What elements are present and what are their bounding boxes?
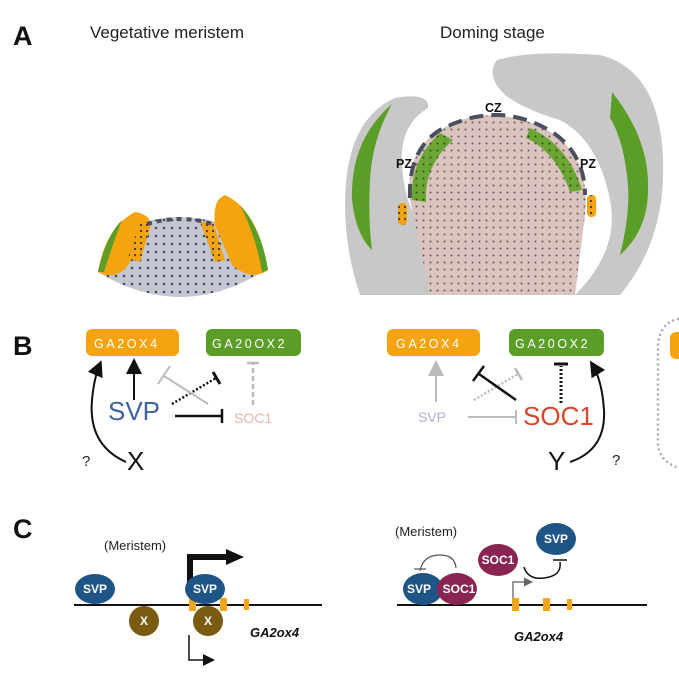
node-svp: SVP <box>418 409 446 425</box>
pz-label-right: PZ <box>580 157 596 171</box>
panel-letter-a: A <box>13 21 33 51</box>
context-label: (Meristem) <box>104 538 166 553</box>
soc1-protein-label: SOC1 <box>482 553 515 567</box>
dome-core <box>409 115 586 295</box>
left-primordium-green <box>98 220 122 272</box>
svp-protein <box>403 573 443 605</box>
gene-box-ga2ox4 <box>387 329 480 356</box>
cz-label: CZ <box>485 101 502 115</box>
gene-label-ga2ox4: GA2OX4 <box>94 337 160 351</box>
node-svp: SVP <box>108 396 160 426</box>
node-x: X <box>127 446 144 476</box>
svp-protein <box>185 574 225 604</box>
gene-name-ga2ox4: GA2ox4 <box>250 625 300 640</box>
vegetative-meristem-title: Vegetative meristem <box>90 23 244 42</box>
left-leaf-green <box>351 104 392 250</box>
right-leaf-green <box>610 92 649 255</box>
edge-x-activates-ga2ox4 <box>87 360 127 463</box>
node-soc1: SOC1 <box>234 410 272 426</box>
edge-svp-represses-ga20ox2-bar <box>211 371 222 385</box>
right-primordium <box>214 195 268 275</box>
network-doming: GA2OX4 GA20OX2 SVP SOC1 Y ? <box>387 329 620 476</box>
svp-protein <box>75 574 115 604</box>
svp-protein-label: SVP <box>193 582 217 596</box>
locus-doming: (Meristem) SVP SOC1 SOC1 SVP G <box>395 523 647 644</box>
left-leaf-tissue <box>345 96 470 295</box>
gene-label-ga2ox4: GA2OX4 <box>396 337 462 351</box>
panel-letter-c: C <box>13 514 33 544</box>
dotted-frame <box>656 317 679 470</box>
edge-soc1-represses-ga2ox4 <box>163 375 209 405</box>
panel-c: C (Meristem) SVP SVP X X GA2ox4 <box>13 514 647 666</box>
left-primordium <box>98 212 150 276</box>
question-mark: ? <box>612 452 620 469</box>
x-protein-label: X <box>204 614 212 628</box>
exon-3 <box>567 599 572 610</box>
panel-b: B GA2OX4 GA20OX2 SVP SOC1 X ? <box>13 317 679 476</box>
edge-soc1-represses-ga2ox4-bar <box>471 365 486 382</box>
right-primordium-green <box>240 205 268 272</box>
x-protein <box>193 606 223 636</box>
question-mark: ? <box>82 453 90 470</box>
svp-protein-label: SVP <box>83 582 107 596</box>
soc1-inhibits-svp-arc <box>523 561 561 580</box>
gene-name-ga2ox4: GA2ox4 <box>514 629 564 644</box>
edge-svp-represses-ga20ox2-bar <box>513 367 524 381</box>
soc1-protein <box>437 573 477 605</box>
network-vegetative: GA2OX4 GA20OX2 SVP SOC1 X ? <box>82 329 301 476</box>
dome-surface-dashes <box>407 112 587 199</box>
edge-soc1-represses-ga2ox4-bar <box>157 365 171 385</box>
right-primordium-inner <box>200 222 225 262</box>
transcription-arrow <box>512 577 533 598</box>
strong-transcription-arrow-head <box>226 549 244 565</box>
gene-box-ga2ox4 <box>86 329 179 356</box>
left-pz-band <box>411 133 453 202</box>
left-primordium-inner <box>128 222 152 262</box>
edge-soc1-represses-ga2ox4 <box>478 372 517 402</box>
left-orange-spot <box>398 203 407 225</box>
gene-label-ga20ox2: GA20OX2 <box>212 337 287 351</box>
soc1-protein <box>478 544 518 576</box>
gene-label-ga20ox2: GA20OX2 <box>515 337 590 351</box>
doming-stage-title: Doming stage <box>440 23 545 42</box>
gene-box-partial <box>670 332 679 359</box>
meristem-surface-dashes <box>146 217 214 226</box>
exon-2 <box>543 598 550 611</box>
panel-a: A Vegetative meristem Doming stage <box>13 21 664 297</box>
svp-protein-label: SVP <box>407 582 431 596</box>
complex-inhibition-arc <box>419 554 457 572</box>
weak-transcription-arrow <box>188 635 215 666</box>
gene-box-ga20ox2 <box>206 329 301 356</box>
x-protein-label: X <box>140 614 148 628</box>
right-orange-spot <box>587 195 596 217</box>
panel-letter-b: B <box>13 331 33 361</box>
vegetative-meristem-illustration <box>98 195 268 297</box>
pz-label-left: PZ <box>396 157 412 171</box>
x-protein <box>129 606 159 636</box>
node-soc1: SOC1 <box>523 401 594 431</box>
exon-3 <box>244 599 249 610</box>
soc1-protein-label: SOC1 <box>443 582 476 596</box>
svp-protein <box>536 523 576 555</box>
svp-protein-label: SVP <box>544 532 568 546</box>
exon-1 <box>512 598 519 611</box>
locus-vegetative: (Meristem) SVP SVP X X GA2ox4 <box>74 538 322 666</box>
gene-box-ga20ox2 <box>509 329 604 356</box>
network-partial-offscreen <box>656 317 679 470</box>
doming-stage-illustration: CZ PZ PZ <box>345 53 664 296</box>
exon-2 <box>220 598 227 611</box>
exon-1 <box>189 598 196 611</box>
right-pz-band <box>526 128 582 192</box>
context-label: (Meristem) <box>395 524 457 539</box>
node-y: Y <box>548 446 565 476</box>
edge-svp-represses-ga20ox2 <box>171 376 217 406</box>
edge-y-activates-ga20ox2 <box>569 360 606 463</box>
